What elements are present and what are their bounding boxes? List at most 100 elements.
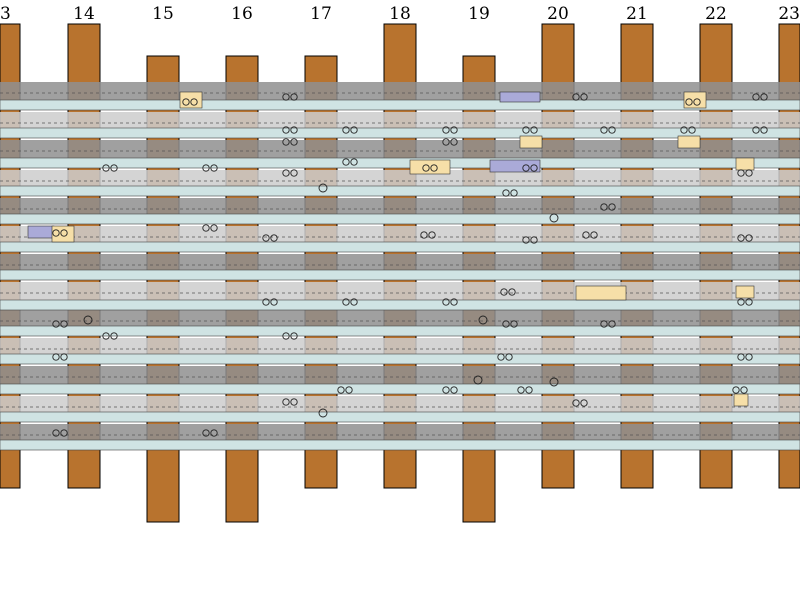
screw-pair-icon (262, 298, 270, 306)
screw-pair-icon (210, 224, 218, 232)
column-label: 16 (231, 4, 253, 24)
pad-block (409, 159, 451, 175)
trace-bars (0, 99, 800, 451)
pad-block (27, 225, 55, 239)
screw-pair-icon (502, 320, 510, 328)
screw-pair-icon (525, 386, 533, 394)
rail-band (0, 140, 800, 162)
pad-block (733, 393, 749, 407)
screw-pair-icon (290, 332, 298, 340)
screw-pair-icon (290, 398, 298, 406)
screw-pair-icon (530, 164, 538, 172)
screw-pair-icon (450, 298, 458, 306)
screw-pair-icon (688, 126, 696, 134)
screw-pair-icon (732, 386, 740, 394)
pad-block (677, 135, 701, 149)
screw-pair-icon (350, 158, 358, 166)
screw-pair-icon (337, 386, 345, 394)
screw-pair-icon (497, 353, 505, 361)
trace-bar (0, 99, 800, 111)
screw-pair-icon (350, 298, 358, 306)
screw-pair-icon (737, 169, 745, 177)
trace-bar (0, 127, 800, 139)
screw-pair-icon (262, 234, 270, 242)
screw-pair-icon (428, 231, 436, 239)
pad-block (519, 135, 543, 149)
screw-pair-icon (450, 138, 458, 146)
screw-pair-icon (745, 234, 753, 242)
trace-bar (0, 325, 800, 337)
trace-bar (0, 185, 800, 197)
screw-pair-icon (210, 164, 218, 172)
pad-block (735, 285, 755, 299)
screw-pair-icon (270, 298, 278, 306)
screw-pair-icon (282, 93, 290, 101)
screw-pair-icon (740, 386, 748, 394)
trace-bar (0, 439, 800, 451)
screw-pair-icon (342, 158, 350, 166)
pad-block (575, 285, 627, 301)
circle-screw-icon (318, 408, 328, 418)
screw-pair-icon (282, 169, 290, 177)
horizontal-rails (0, 82, 800, 446)
trace-bar (0, 383, 800, 395)
column-label: 22 (705, 4, 727, 24)
column-label: 23 (778, 4, 800, 24)
screw-pair-icon (270, 234, 278, 242)
screw-pair-icon (590, 231, 598, 239)
screw-pair-icon (52, 353, 60, 361)
circle-screw-icon (473, 375, 483, 385)
screw-pair-icon (442, 138, 450, 146)
pad-blocks (27, 91, 755, 407)
screw-pair-icon (745, 353, 753, 361)
screw-pair-icon (282, 332, 290, 340)
screw-pair-icon (572, 93, 580, 101)
circle-screw-icon (549, 213, 559, 223)
screw-pair-icon (290, 169, 298, 177)
screw-pair-icon (202, 164, 210, 172)
screw-pair-icon (102, 164, 110, 172)
screw-pair-icon (760, 93, 768, 101)
screw-pair-icon (693, 98, 701, 106)
screw-pair-icon (530, 126, 538, 134)
circle-screw-icon (549, 377, 559, 387)
circle-screw-icon (318, 183, 328, 193)
screw-pair-icon (522, 236, 530, 244)
trace-bar (0, 241, 800, 253)
screw-pair-icon (290, 93, 298, 101)
screw-pair-icon (342, 298, 350, 306)
screw-pair-icon (737, 298, 745, 306)
screw-pair-icon (442, 126, 450, 134)
screw-pair-icon (685, 98, 693, 106)
column-label: 18 (389, 4, 411, 24)
screw-pair-icon (752, 93, 760, 101)
pad-block (499, 91, 541, 103)
screw-pair-icon (345, 386, 353, 394)
screw-pair-icon (110, 332, 118, 340)
screw-pair-icon (745, 169, 753, 177)
screw-pair-icon (505, 353, 513, 361)
screw-pair-icon (210, 429, 218, 437)
screw-pair-icon (502, 189, 510, 197)
screw-pair-icon (422, 164, 430, 172)
circle-screw-icon (478, 315, 488, 325)
screw-pair-icon (572, 399, 580, 407)
screw-pair-icon (530, 236, 538, 244)
trace-bar (0, 213, 800, 225)
screw-pair-icon (450, 126, 458, 134)
screw-pair-icon (760, 126, 768, 134)
screw-pair-icon (52, 320, 60, 328)
screw-pair-icon (580, 399, 588, 407)
screw-pair-icon (282, 126, 290, 134)
screw-pair-icon (342, 126, 350, 134)
screw-pair-icon (202, 429, 210, 437)
screw-pair-icon (600, 203, 608, 211)
screw-pair-icon (522, 126, 530, 134)
screw-pair-icon (608, 320, 616, 328)
screw-pair-icon (608, 203, 616, 211)
screw-pair-icon (202, 224, 210, 232)
screw-pair-icon (745, 298, 753, 306)
